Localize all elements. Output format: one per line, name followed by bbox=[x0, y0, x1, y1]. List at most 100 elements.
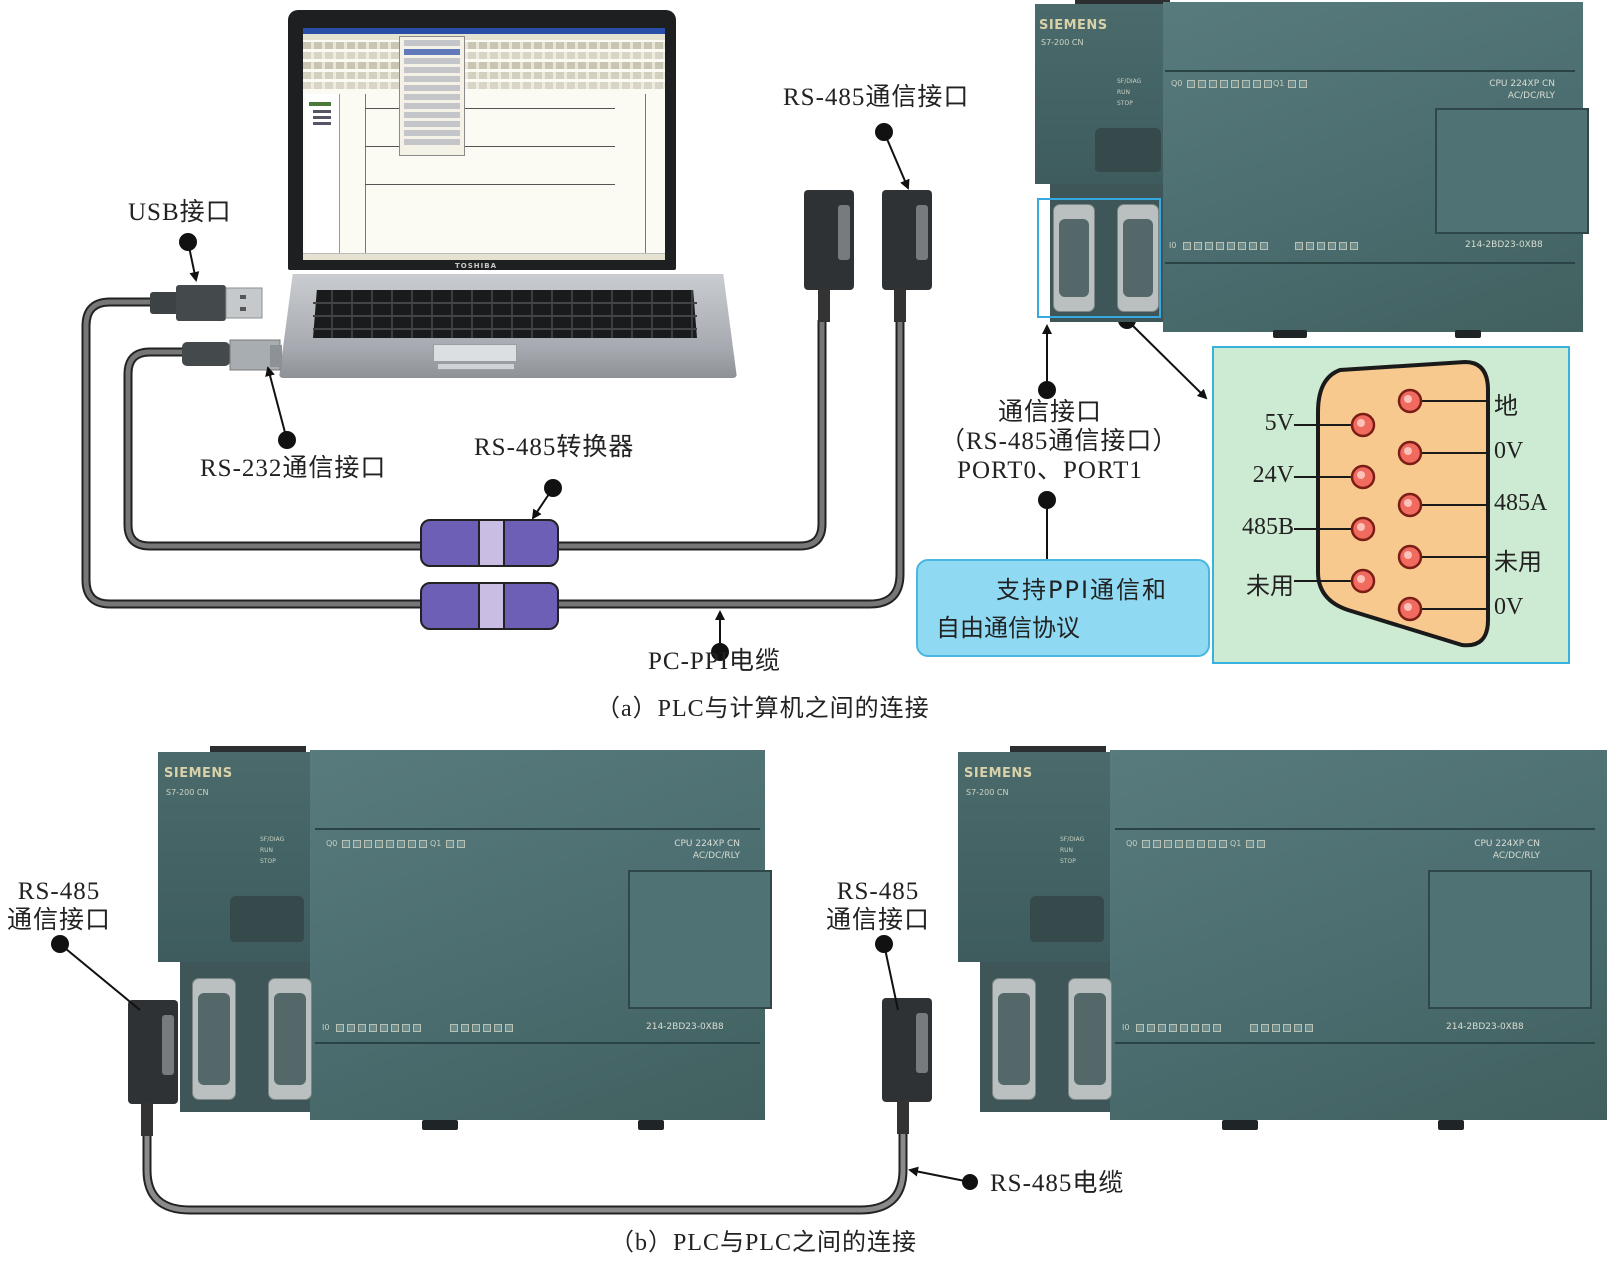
plc-port0 bbox=[992, 978, 1036, 1100]
usb-plug-icon bbox=[150, 285, 263, 321]
rs485-connector-right-icon bbox=[882, 998, 932, 1134]
plc-port1 bbox=[1068, 978, 1112, 1100]
right-port-label-line2: 通信接口 bbox=[825, 907, 930, 934]
laptop: TOSHIBA bbox=[279, 10, 745, 390]
laptop-keyboard bbox=[313, 290, 697, 338]
plc-led-labels: SF/DIAG RUN STOP bbox=[1117, 76, 1141, 109]
left-port-label-line2: 通信接口 bbox=[6, 907, 111, 934]
part-b-caption: （b）PLC与PLC之间的连接 bbox=[610, 1230, 918, 1256]
usb-port-leader bbox=[187, 241, 200, 282]
led-run: RUN bbox=[1117, 89, 1131, 96]
plc-port1 bbox=[1117, 204, 1159, 312]
right-port-leader bbox=[883, 943, 899, 1011]
plc-q0-label: Q0 bbox=[1171, 79, 1183, 88]
led-sf-diag: SF/DIAG bbox=[1060, 836, 1085, 843]
rs485-converter-bottom bbox=[420, 582, 559, 630]
rs232-plug-icon bbox=[182, 339, 282, 371]
rs485-top-leader bbox=[883, 131, 910, 190]
right-rs485-port-label: RS-485 通信接口 bbox=[818, 877, 938, 935]
pin-label-left-3: 未用 bbox=[1246, 574, 1294, 600]
rs485-connector-right-icon bbox=[882, 190, 932, 322]
plc-expansion-door bbox=[1428, 870, 1592, 1009]
pin-label-right-2: 485A bbox=[1494, 490, 1548, 516]
plc-port0 bbox=[1053, 204, 1095, 312]
led-stop: STOP bbox=[260, 858, 276, 865]
plc-model-line2: AC/DC/RLY bbox=[1507, 91, 1555, 101]
pin-label-left-1: 24V bbox=[1252, 462, 1294, 488]
pin-label-left-0: 5V bbox=[1264, 410, 1294, 436]
plc-port1 bbox=[268, 978, 312, 1100]
comm-port-label: 通信接口 （RS-485通信接口） PORT0、PORT1 bbox=[940, 398, 1179, 485]
laptop-screen bbox=[303, 28, 665, 260]
plc-input-leds bbox=[1183, 242, 1268, 250]
plc-q1-label: Q1 bbox=[1273, 79, 1285, 88]
protocol-callout-line2: 自由通信协议 bbox=[936, 614, 1080, 642]
software-menu bbox=[399, 36, 465, 156]
rs485-cable-label: RS-485电缆 bbox=[990, 1170, 1125, 1197]
rs485-converter-label: RS-485转换器 bbox=[474, 434, 635, 461]
pin-label-right-3: 未用 bbox=[1494, 550, 1542, 576]
plc-model-line1: CPU 224XP CN bbox=[1474, 839, 1540, 849]
plc-mode-switch bbox=[1030, 896, 1104, 942]
converter-leader bbox=[531, 487, 554, 520]
led-sf-diag: SF/DIAG bbox=[260, 836, 285, 843]
plc-i0-label: I0 bbox=[1169, 241, 1177, 250]
protocol-callout: 支持PPI通信和 自由通信协议 bbox=[916, 559, 1210, 657]
right-port-label-line1: RS-485 bbox=[836, 878, 920, 905]
protocol-callout-line1: 支持PPI通信和 bbox=[996, 576, 1169, 604]
pin-label-right-1: 0V bbox=[1494, 438, 1524, 464]
comm-port-label-line2: （RS-485通信接口） bbox=[940, 428, 1179, 455]
rs485-port-top-label: RS-485通信接口 bbox=[783, 84, 970, 111]
pinout-leader bbox=[1126, 319, 1208, 400]
plc-q1-label: Q1 bbox=[430, 839, 442, 848]
plc-i0-label: I0 bbox=[322, 1023, 330, 1032]
pin-label-right-4: 0V bbox=[1494, 594, 1524, 620]
plc-brand: SIEMENS bbox=[964, 766, 1033, 781]
plc-model: CPU 224XP CN AC/DC/RLY bbox=[1445, 78, 1555, 102]
plc-q0-label: Q0 bbox=[326, 839, 338, 848]
plc-part-number: 214-2BD23-0XB8 bbox=[1465, 240, 1543, 250]
rs232-port-leader bbox=[265, 366, 288, 441]
plc-i0-label: I0 bbox=[1122, 1023, 1130, 1032]
usb-port-label: USB接口 bbox=[128, 199, 232, 226]
pin-label-right-0: 地 bbox=[1494, 394, 1518, 420]
laptop-touchpad bbox=[433, 344, 517, 362]
laptop-brand: TOSHIBA bbox=[455, 262, 497, 270]
rs485-connector-left-icon bbox=[128, 1000, 178, 1136]
ports-highlight-box bbox=[1037, 198, 1161, 318]
plc-port0 bbox=[192, 978, 236, 1100]
rs485-cable bbox=[142, 1132, 908, 1215]
led-run: RUN bbox=[260, 847, 274, 854]
pc-ppi-cable-label: PC-PPI电缆 bbox=[648, 648, 782, 675]
led-sf-diag: SF/DIAG bbox=[1117, 78, 1142, 85]
plc-output-leds bbox=[1187, 80, 1272, 88]
cable-leader bbox=[908, 1166, 971, 1183]
pin-label-left-2: 485B bbox=[1241, 514, 1294, 540]
comm-port-label-line3: PORT0、PORT1 bbox=[957, 457, 1143, 484]
plc-q1-label: Q1 bbox=[1230, 839, 1242, 848]
plc-part-a: SIEMENS S7-200 CN SF/DIAG RUN STOP Q0 Q1… bbox=[1015, 0, 1607, 345]
comm-port-label-line1: 通信接口 bbox=[997, 399, 1102, 426]
plc-expansion-door bbox=[628, 870, 772, 1009]
plc-part-number: 214-2BD23-0XB8 bbox=[1446, 1022, 1524, 1032]
rs485-converter-top bbox=[420, 519, 559, 567]
plc-part-number: 214-2BD23-0XB8 bbox=[646, 1022, 724, 1032]
plc-model-line2: AC/DC/RLY bbox=[1492, 851, 1540, 861]
left-rs485-port-label: RS-485 通信接口 bbox=[0, 877, 118, 935]
plc-model-line1: CPU 224XP CN bbox=[1489, 79, 1555, 89]
left-port-label-line1: RS-485 bbox=[17, 878, 101, 905]
plc-q0-label: Q0 bbox=[1126, 839, 1138, 848]
plc-series: S7-200 CN bbox=[1041, 38, 1084, 47]
plc-series: S7-200 CN bbox=[166, 788, 209, 797]
plc-mode-switch bbox=[230, 896, 304, 942]
left-port-leader bbox=[59, 943, 141, 1011]
led-stop: STOP bbox=[1117, 100, 1133, 107]
rs232-port-label: RS-232通信接口 bbox=[200, 455, 387, 482]
led-run: RUN bbox=[1060, 847, 1074, 854]
rs485-connector-left-icon bbox=[804, 190, 854, 322]
plc-brand: SIEMENS bbox=[164, 766, 233, 781]
plc-model-line2: AC/DC/RLY bbox=[692, 851, 740, 861]
